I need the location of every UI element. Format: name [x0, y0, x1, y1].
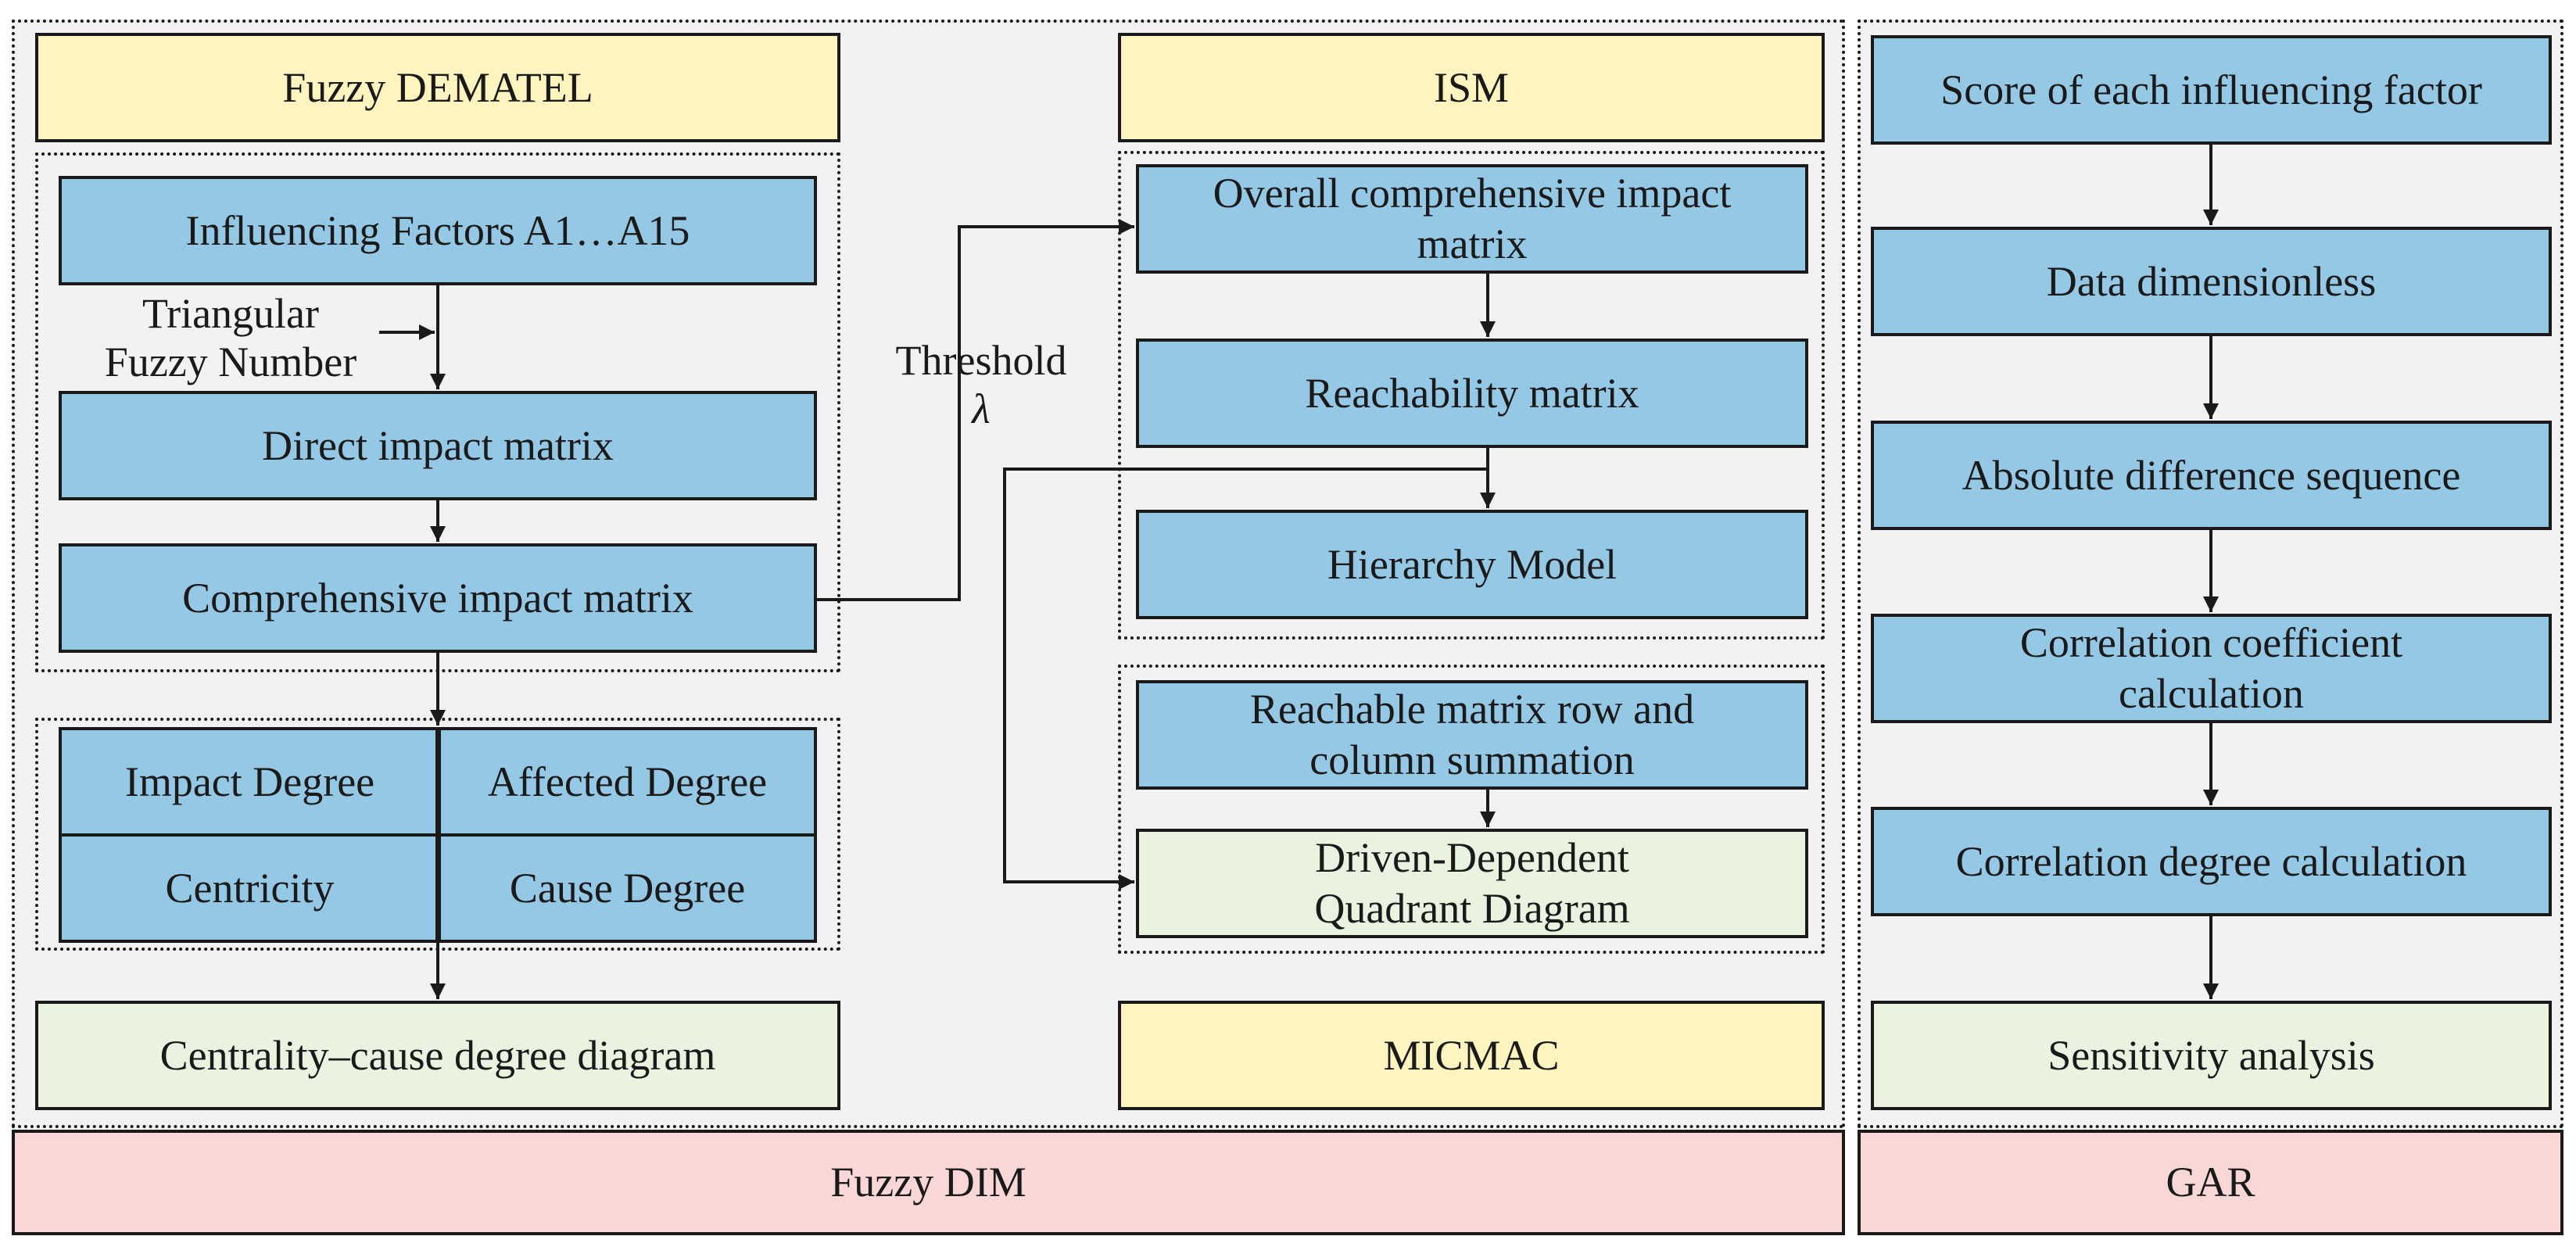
gar-step-absolute-difference: Absolute difference sequence [1871, 421, 2552, 530]
fuzzy-dim-label: Fuzzy DIM [12, 1130, 1845, 1235]
threshold-label: Threshold λ [868, 336, 1095, 433]
gar-step-score: Score of each influencing factor [1871, 35, 2552, 145]
reachability-matrix-box: Reachability matrix [1136, 339, 1808, 448]
impact-degree-cell: Impact Degree [59, 727, 441, 837]
ism-header: ISM [1118, 33, 1825, 142]
arrow-comprehensive-to-overall [817, 219, 1134, 601]
ism-group [1118, 151, 1825, 640]
micmac-group [1118, 665, 1825, 954]
arrow-reachability-to-quadrant [1003, 468, 1488, 890]
gar-step-correlation-coefficient: Correlation coefficient calculation [1871, 614, 2552, 723]
gar-step-correlation-degree: Correlation degree calculation [1871, 807, 2552, 916]
cause-degree-cell: Cause Degree [438, 833, 817, 943]
gar-step-dimensionless: Data dimensionless [1871, 227, 2552, 336]
gar-label: GAR [1858, 1130, 2563, 1235]
hierarchy-model-box: Hierarchy Model [1136, 510, 1808, 619]
gar-step-sensitivity-analysis: Sensitivity analysis [1871, 1001, 2552, 1110]
fuzzy-dematel-header: Fuzzy DEMATEL [35, 33, 840, 142]
influencing-factors-box: Influencing Factors A1…A15 [59, 176, 817, 285]
centrality-cause-diagram-box: Centrality–cause degree diagram [35, 1001, 840, 1110]
overall-comprehensive-impact-matrix-box: Overall comprehensive impact matrix [1136, 164, 1808, 274]
centricity-cell: Centricity [59, 833, 441, 943]
lambda-symbol: λ [972, 385, 991, 433]
comprehensive-impact-matrix-box: Comprehensive impact matrix [59, 543, 817, 653]
direct-impact-matrix-box: Direct impact matrix [59, 391, 817, 500]
triangular-fuzzy-number-label: Triangular Fuzzy Number [104, 290, 357, 386]
row-column-summation-box: Reachable matrix row and column summatio… [1136, 680, 1808, 790]
driven-dependent-quadrant-diagram-box: Driven-Dependent Quadrant Diagram [1136, 829, 1808, 938]
micmac-header: MICMAC [1118, 1001, 1825, 1110]
